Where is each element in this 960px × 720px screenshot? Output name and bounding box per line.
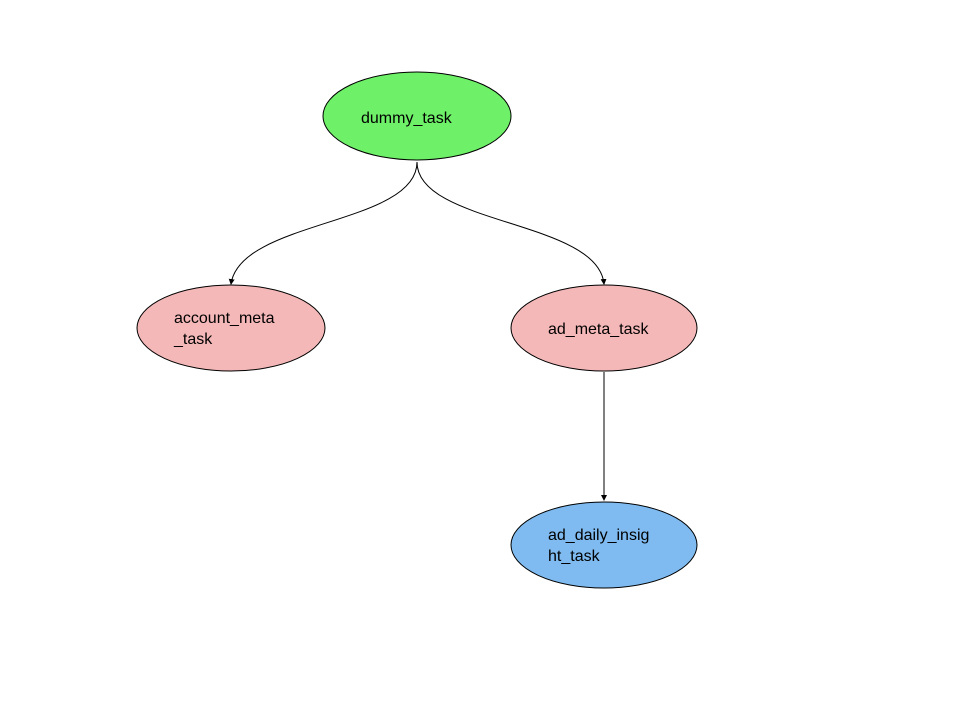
edges [228, 161, 607, 501]
node-account-meta-task[interactable]: account_meta _task [136, 284, 326, 372]
node-ad-daily-insight-task-label: ad_daily_insig ht_task [548, 527, 654, 565]
node-ad-daily-insight-task[interactable]: ad_daily_insig ht_task [510, 501, 698, 589]
edge-dummy-to-ad-meta [416, 161, 607, 285]
node-dummy-task-label: dummy_task [361, 110, 453, 127]
node-dummy-task-shape [322, 71, 512, 161]
node-dummy-task[interactable]: dummy_task [322, 71, 512, 161]
node-ad-meta-task-label: ad_meta_task [548, 321, 650, 338]
node-ad-meta-task[interactable]: ad_meta_task [510, 284, 698, 372]
node-account-meta-task-label: account_meta _task [173, 310, 279, 348]
edge-dummy-to-account-meta [228, 161, 418, 285]
node-account-meta-task-shape [136, 284, 326, 372]
node-ad-daily-insight-task-shape [510, 501, 698, 589]
node-ad-meta-task-shape [510, 284, 698, 372]
